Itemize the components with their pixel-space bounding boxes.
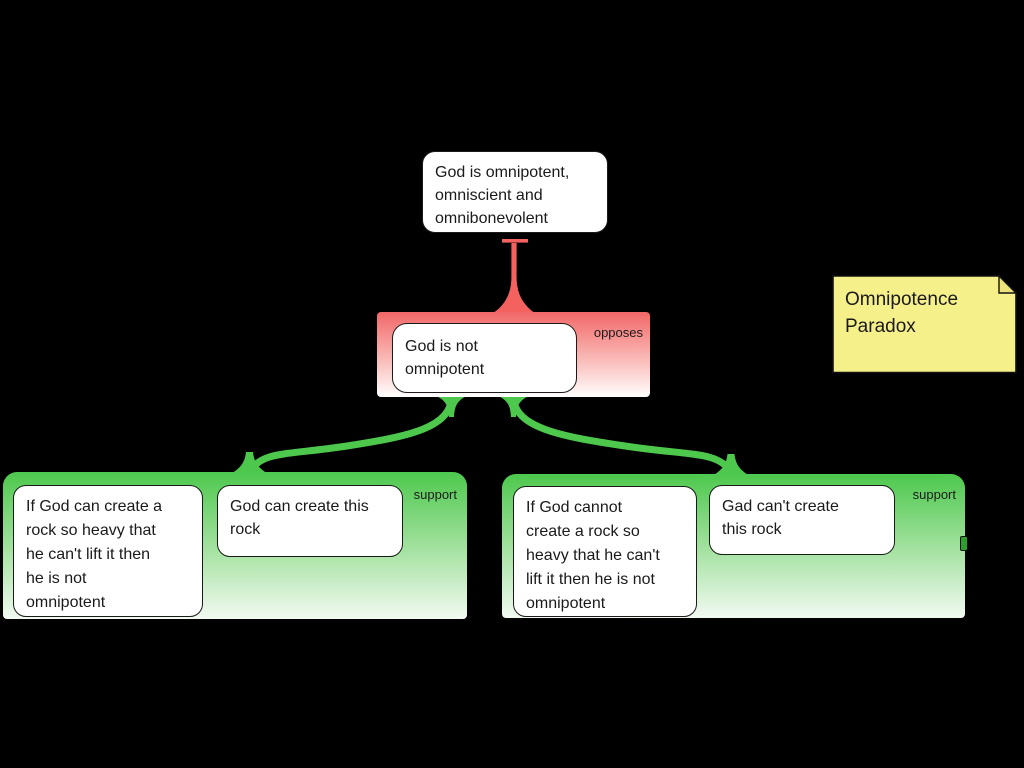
objection-claim-node[interactable]: God is not omnipotent (392, 323, 577, 393)
premise-node[interactable]: If God can create a rock so heavy that h… (13, 485, 203, 617)
premise-node[interactable]: If God cannot create a rock so heavy tha… (513, 486, 697, 617)
support-group-left[interactable]: support If God can create a rock so heav… (3, 472, 467, 619)
premise-text: Gad can't create this rock (722, 498, 839, 538)
opposes-stem (493, 243, 535, 313)
support-curve-left-top-flare (437, 396, 466, 417)
group-anchor-handle[interactable] (960, 536, 968, 551)
main-claim-node[interactable]: God is omnipotent, omniscient and omnibo… (422, 151, 608, 233)
support-curve-right-bottom-flare (713, 454, 749, 476)
support-label-right: support (912, 487, 956, 502)
support-connector-right[interactable] (499, 392, 750, 476)
support-curve-right-top-flare (499, 396, 528, 417)
opposes-connector[interactable] (493, 239, 535, 313)
note-fold-corner-icon (998, 274, 1018, 294)
premise-text: God can create this rock (230, 498, 369, 538)
support-connector-left[interactable] (231, 392, 466, 475)
sticky-note-paper (832, 275, 1017, 374)
objection-group[interactable]: opposes God is not omnipotent (377, 312, 650, 397)
sticky-note[interactable]: Omnipotence Paradox (832, 274, 1018, 374)
support-curve-left-bottom-flare (231, 452, 268, 474)
premise-text: If God cannot create a rock so heavy tha… (526, 499, 660, 612)
premise-node[interactable]: Gad can't create this rock (709, 485, 895, 555)
opposes-label: opposes (593, 325, 643, 340)
support-curve-left (246, 392, 455, 475)
main-claim-text: God is omnipotent, omniscient and omnibo… (435, 164, 570, 227)
sticky-note-text: Omnipotence Paradox (845, 289, 959, 337)
opposes-crossbar-icon (502, 239, 528, 243)
objection-claim-text: God is not omnipotent (405, 338, 485, 378)
support-group-right[interactable]: support If God cannot create a rock so h… (502, 474, 968, 618)
premise-node[interactable]: God can create this rock (217, 485, 403, 557)
sticky-note-shape (832, 274, 1018, 374)
support-label-left: support (413, 487, 457, 502)
premise-text: If God can create a rock so heavy that h… (26, 498, 163, 611)
support-curve-right (510, 392, 735, 475)
